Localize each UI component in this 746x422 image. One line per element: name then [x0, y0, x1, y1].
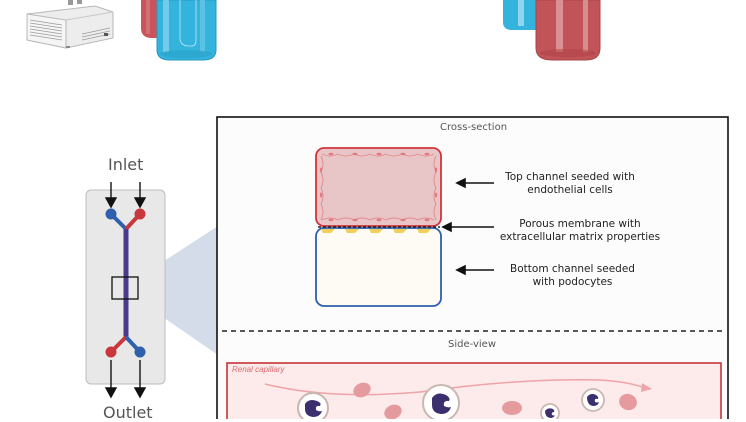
side-view-title: Side-view	[448, 339, 496, 350]
flow-arrow	[264, 379, 646, 396]
annotation-bottom-channel: Bottom channel seeded with podocytes	[500, 263, 645, 289]
annotation-membrane: Porous membrane with extracellular matri…	[495, 218, 665, 244]
pump-device	[26, 0, 114, 49]
outlet-label: Outlet	[103, 403, 153, 422]
cross-section-title: Cross-section	[440, 122, 508, 133]
zoom-projection	[138, 226, 218, 355]
outlet-port-red	[105, 346, 117, 358]
annotation-top-channel: Top channel seeded with endothelial cell…	[500, 171, 640, 197]
renal-capillary	[226, 362, 722, 419]
reservoir-blue-left	[156, 0, 217, 61]
leukocytes	[297, 384, 605, 419]
inlet-label: Inlet	[108, 155, 144, 174]
inlet-port-blue	[105, 208, 117, 220]
cross-section-drawing	[315, 147, 494, 307]
reservoir-blue-right	[503, 0, 540, 30]
annotation-line: Top channel seeded with	[505, 171, 635, 183]
annotation-line: extracellular matrix properties	[499, 231, 661, 243]
bottom-channel	[315, 227, 442, 307]
annotation-line: Porous membrane with	[519, 218, 641, 230]
annotation-line: with podocytes	[532, 276, 613, 288]
annotation-line: Bottom channel seeded	[510, 263, 635, 275]
reservoir-red-right	[535, 0, 601, 61]
zoom-box	[111, 276, 139, 300]
annotation-line: endothelial cells	[527, 184, 613, 196]
red-blood-cells	[353, 382, 637, 419]
top-channel	[315, 147, 442, 227]
outlet-port-blue	[134, 346, 146, 358]
inlet-port-red	[134, 208, 146, 220]
capillary-label: Renal capillary	[232, 365, 285, 374]
organ-chip	[85, 182, 218, 399]
